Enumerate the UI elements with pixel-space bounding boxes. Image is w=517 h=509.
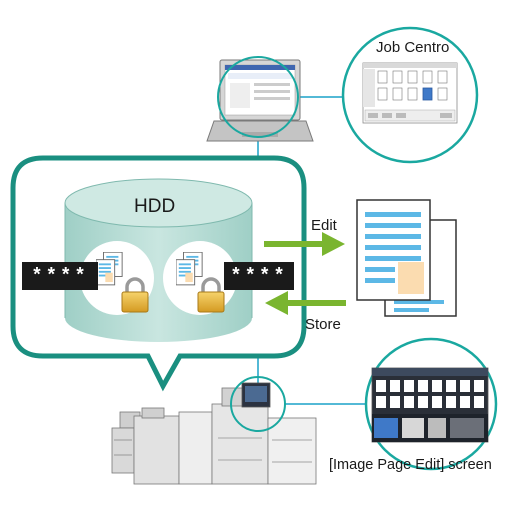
image-page-edit-label: [Image Page Edit] screen: [329, 457, 492, 473]
printer-icon: [111, 382, 317, 485]
laptop-focus-ring: [217, 56, 299, 138]
image-page-edit-zoom: [364, 337, 498, 471]
hdd-label: HDD: [134, 196, 176, 217]
job-centro-zoom: [341, 26, 479, 164]
edit-label: Edit: [311, 217, 337, 234]
printer-panel-focus-ring: [230, 376, 286, 432]
masked-data-left: ****: [22, 262, 98, 290]
store-label: Store: [305, 316, 341, 333]
edit-arrow: [264, 232, 345, 256]
store-arrow: [265, 291, 346, 315]
edited-documents: [356, 199, 457, 317]
masked-data-right: ****: [224, 262, 294, 290]
laptop-icon: [206, 59, 314, 142]
job-centro-label: Job Centro: [376, 39, 450, 56]
